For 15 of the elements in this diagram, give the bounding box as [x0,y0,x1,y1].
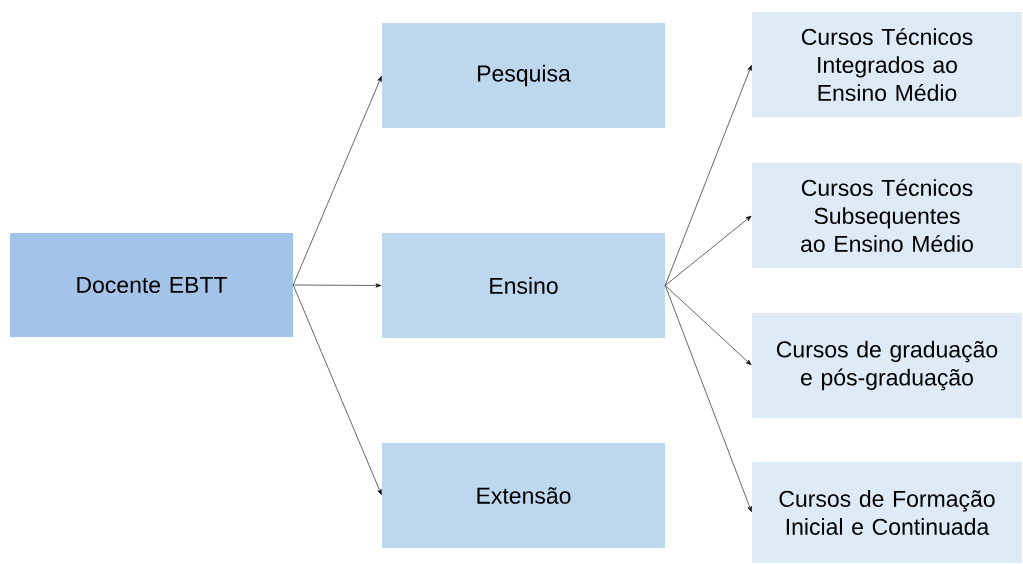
process-box: Cursos Técnicos Subsequentes ao Ensino Médio [752,163,1022,268]
arrow [664,285,752,512]
process-box: Cursos de Formação Inicial e Continuada [752,462,1022,563]
arrow [292,76,382,286]
process-box: Cursos Técnicos Integrados ao Ensino Médio [752,12,1022,117]
process-box: Pesquisa [382,23,665,128]
arrow [292,284,382,495]
arrow [664,215,752,286]
arrow [292,283,382,288]
arrow [664,65,752,286]
process-box: Docente EBTT [10,233,293,337]
process-box: Cursos de graduação e pós-graduação [752,313,1022,418]
process-box: Extensão [382,443,665,548]
arrow [664,285,752,366]
process-box: Ensino [382,233,665,338]
